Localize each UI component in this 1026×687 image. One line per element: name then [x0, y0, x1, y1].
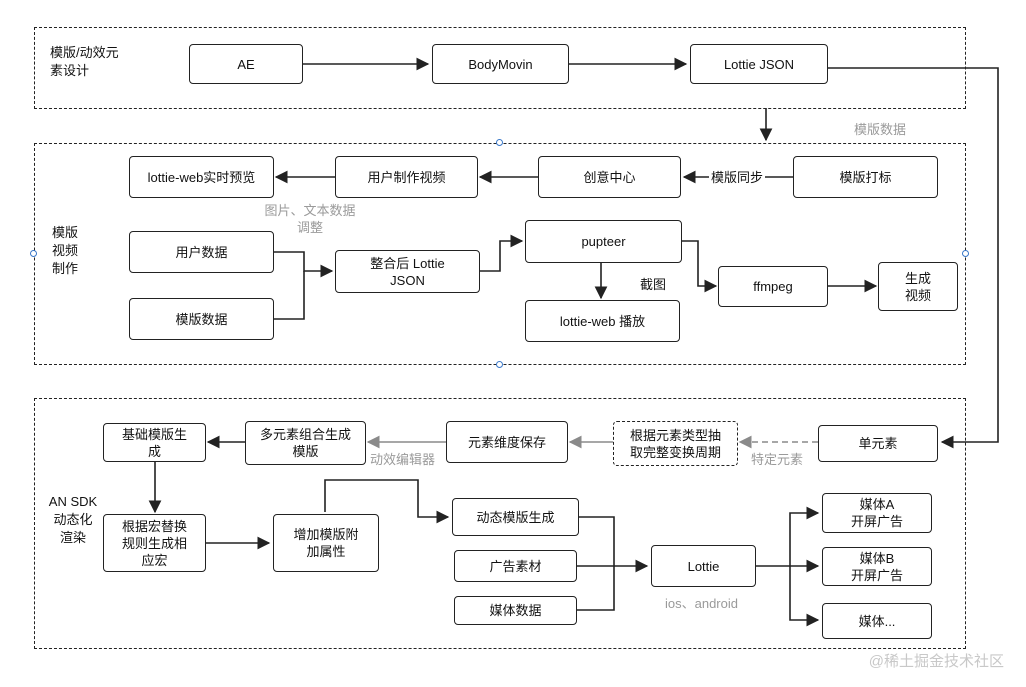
edge-merged-json-pupteer: [480, 234, 524, 272]
edge-label-image-text-adjust: 图片、文本数据 调整: [264, 203, 356, 235]
edge-add-attrs-dynamic-template: [324, 479, 450, 524]
edge-lottie-json-to-single-element: [828, 67, 999, 449]
node-ad-material[interactable]: 广告素材: [454, 550, 577, 582]
edge-label-platforms: ios、android: [665, 596, 738, 611]
edge-template-data-merge: [274, 271, 305, 320]
group-production-label: 模版 视频 制作: [52, 225, 79, 276]
edge-lottie-media-more: [789, 566, 820, 627]
group-sdk-label: AN SDK 动态化 渲染: [48, 494, 98, 545]
handle-bottom[interactable]: [496, 361, 503, 368]
node-lottie-json[interactable]: Lottie JSON: [690, 44, 828, 84]
node-bodymovin[interactable]: BodyMovin: [432, 44, 569, 84]
node-user-data[interactable]: 用户数据: [129, 231, 274, 273]
node-preview[interactable]: lottie-web实时预览: [129, 156, 274, 198]
group-sdk: [34, 398, 966, 649]
edge-label-effect-editor: 动效编辑器: [370, 452, 436, 467]
node-user-make-video[interactable]: 用户制作视频: [335, 156, 478, 198]
node-media-more[interactable]: 媒体...: [822, 603, 932, 639]
node-ae[interactable]: AE: [189, 44, 303, 84]
edge-media-data-lottie: [577, 566, 615, 611]
node-multi-combine[interactable]: 多元素组合生成 模版: [245, 421, 366, 465]
node-gen-video[interactable]: 生成 视频: [878, 262, 958, 311]
node-merged-json[interactable]: 整合后 Lottie JSON: [335, 250, 480, 293]
node-add-attrs[interactable]: 增加模版附 加属性: [273, 514, 379, 572]
handle-top[interactable]: [496, 139, 503, 146]
group-design: [34, 27, 966, 109]
watermark: @稀土掘金技术社区: [868, 653, 1004, 670]
node-template-pack[interactable]: 模版打标: [793, 156, 938, 198]
edge-lottie-media-a: [789, 506, 820, 566]
edge-pupteer-ffmpeg: [682, 240, 718, 293]
edge-user-data-merge: [274, 251, 334, 278]
node-lottie-web-play[interactable]: lottie-web 播放: [525, 300, 680, 342]
node-macro-replace[interactable]: 根据宏替换 规则生成相 应宏: [103, 514, 206, 572]
node-media-data[interactable]: 媒体数据: [454, 596, 577, 625]
node-base-template[interactable]: 基础模版生 成: [103, 423, 206, 462]
node-dynamic-template[interactable]: 动态模版生成: [452, 498, 579, 536]
edge-label-template-data: 模版数据: [854, 122, 907, 137]
edge-label-specific-element: 特定元素: [751, 452, 804, 467]
node-pupteer[interactable]: pupteer: [525, 220, 682, 263]
group-design-label: 模版/动效元 素设计: [50, 45, 119, 78]
node-element-save[interactable]: 元素维度保存: [446, 421, 568, 463]
edge-label-screenshot: 截图: [640, 277, 667, 292]
node-creative-center[interactable]: 创意中心: [538, 156, 681, 198]
node-extract-cycle[interactable]: 根据元素类型抽 取完整变换周期: [613, 421, 738, 466]
node-single-element[interactable]: 单元素: [818, 425, 938, 462]
node-media-b[interactable]: 媒体B 开屏广告: [822, 547, 932, 586]
edge-label-template-sync: 模版同步: [709, 169, 766, 186]
node-ffmpeg[interactable]: ffmpeg: [718, 266, 828, 307]
handle-right[interactable]: [962, 250, 969, 257]
node-template-data[interactable]: 模版数据: [129, 298, 274, 340]
edge-dynamic-template-lottie: [579, 516, 615, 566]
node-media-a[interactable]: 媒体A 开屏广告: [822, 493, 932, 533]
handle-left[interactable]: [30, 250, 37, 257]
node-lottie[interactable]: Lottie: [651, 545, 756, 587]
